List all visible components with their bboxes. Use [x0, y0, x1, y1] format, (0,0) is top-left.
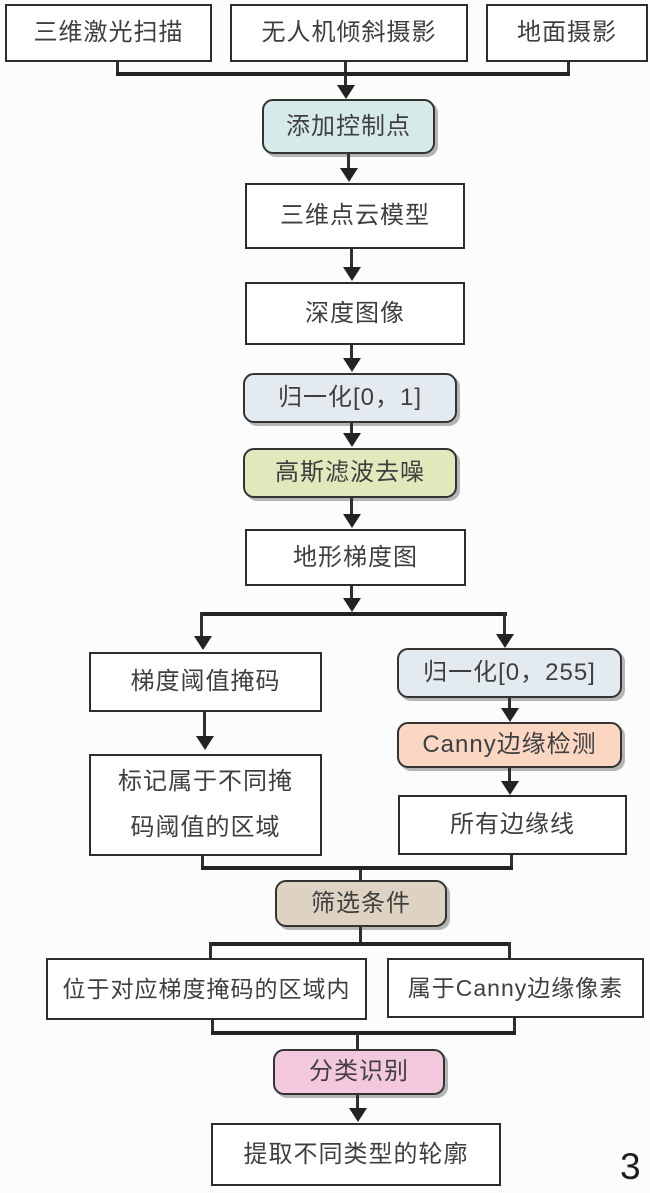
- arrowhead-to-add-control-points: [337, 85, 355, 99]
- connector-stub-2: [350, 249, 353, 268]
- node-normalize-0-1: 归一化[0，1]: [243, 373, 457, 423]
- connector-split2-hline: [209, 942, 511, 946]
- node-gradient-threshold-mask: 梯度阈值掩码: [89, 652, 322, 712]
- connector-converge1-hline: [201, 866, 513, 870]
- connector-stub-1: [347, 154, 350, 169]
- node-uav-oblique-photography: 无人机倾斜摄影: [230, 4, 468, 62]
- connector-merge-left-stub: [116, 62, 119, 75]
- connector-merge-hline: [116, 72, 570, 76]
- connector-stub-3: [350, 345, 353, 359]
- connector-split1-left-drop: [200, 612, 203, 637]
- node-all-edge-lines: 所有边缘线: [398, 795, 627, 855]
- connector-stub-9: [356, 1095, 359, 1109]
- node-canny-edge-detection: Canny边缘检测: [397, 722, 622, 768]
- arrowhead-split1-junction: [343, 598, 361, 612]
- node-ground-photography: 地面摄影: [486, 4, 648, 62]
- arrowhead-to-all-edges: [501, 781, 519, 795]
- node-point-cloud-model: 三维点云模型: [245, 183, 465, 249]
- node-filter-conditions: 筛选条件: [275, 880, 447, 927]
- connector-stub-4: [350, 423, 353, 435]
- arrowhead-to-point-cloud: [340, 168, 358, 182]
- connector-converge2-drop: [356, 1034, 359, 1049]
- node-classification-recognition: 分类识别: [273, 1049, 445, 1095]
- connector-stub-7: [508, 698, 511, 710]
- connector-merge-mid-stub: [344, 62, 347, 75]
- arrowhead-to-gaussian: [343, 433, 361, 447]
- node-mark-regions: 标记属于不同掩 码阈值的区域: [89, 754, 322, 856]
- connector-split1-right-drop: [503, 612, 506, 635]
- connector-converge1-right: [510, 855, 513, 869]
- page-number: 3: [620, 1146, 641, 1187]
- connector-converge2-right: [513, 1018, 516, 1034]
- node-normalize-0-255: 归一化[0，255]: [397, 648, 622, 698]
- arrowhead-to-mark-regions: [196, 736, 214, 750]
- node-gaussian-filter-denoise: 高斯滤波去噪: [243, 448, 457, 498]
- connector-merge-drop: [344, 75, 347, 87]
- node-depth-image: 深度图像: [245, 282, 465, 345]
- connector-stub-5: [350, 498, 353, 515]
- node-terrain-gradient-map: 地形梯度图: [245, 529, 466, 586]
- arrowhead-to-extract-contours: [349, 1108, 367, 1122]
- node-within-gradient-mask-region: 位于对应梯度掩码的区域内: [46, 958, 367, 1020]
- connector-converge1-left: [201, 856, 204, 869]
- arrowhead-to-gradient-mask: [194, 636, 212, 650]
- connector-converge1-drop: [359, 869, 362, 880]
- arrowhead-to-normalize0255: [496, 634, 514, 648]
- connector-merge-right-stub: [567, 62, 570, 75]
- node-add-control-points: 添加控制点: [262, 99, 435, 154]
- connector-stub-6: [203, 712, 206, 737]
- arrowhead-to-terrain-gradient: [343, 514, 361, 528]
- node-belongs-to-canny-edge-pixels: 属于Canny边缘像素: [387, 958, 644, 1018]
- connector-converge2-left: [211, 1020, 214, 1034]
- connector-split1-hline: [200, 612, 507, 616]
- node-laser-scan: 三维激光扫描: [5, 4, 212, 62]
- connector-converge2-hline: [211, 1031, 516, 1035]
- arrowhead-to-normalize01: [343, 358, 361, 372]
- connector-split2-right-drop: [508, 942, 511, 958]
- arrowhead-to-depth-image: [343, 267, 361, 281]
- connector-split1-stem: [350, 586, 353, 600]
- connector-split2-left-drop: [209, 942, 212, 958]
- arrowhead-to-canny: [501, 708, 519, 722]
- connector-split2-stem: [359, 927, 362, 945]
- connector-stub-8: [508, 768, 511, 782]
- node-extract-contours: 提取不同类型的轮廓: [211, 1123, 501, 1186]
